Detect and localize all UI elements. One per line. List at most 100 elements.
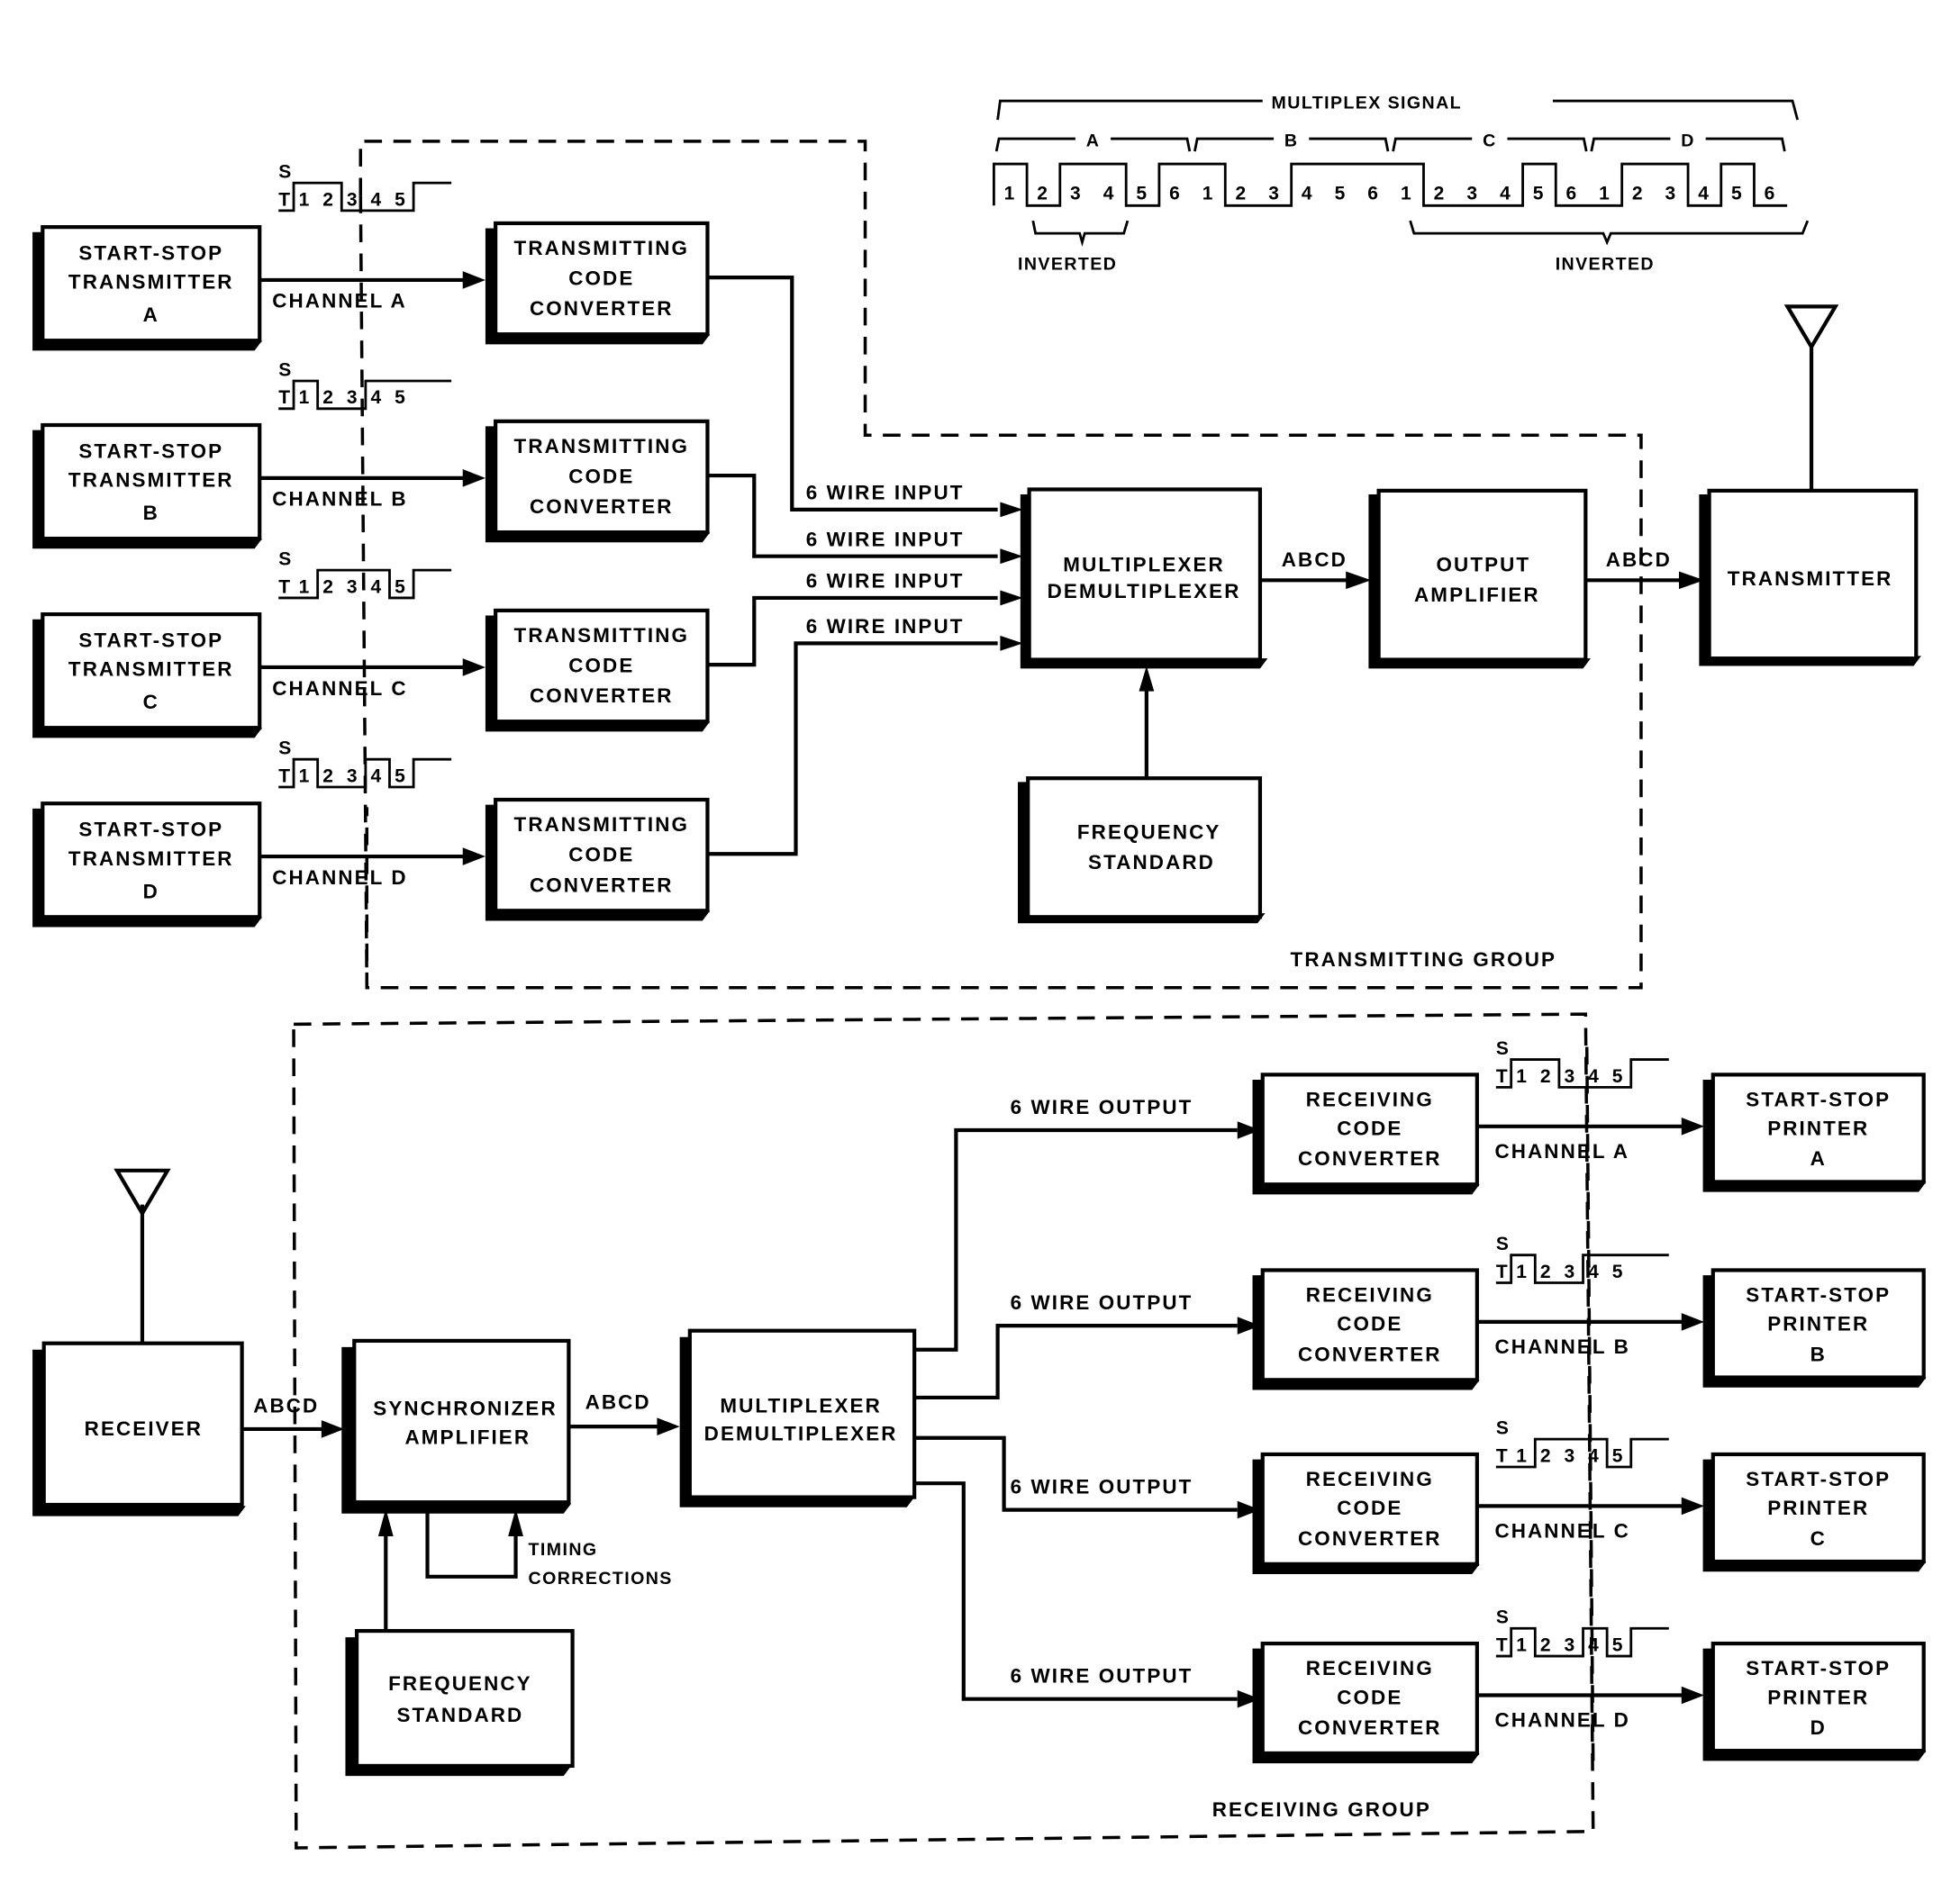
six-wire-output-line xyxy=(914,1481,1238,1701)
arrowhead xyxy=(321,1420,345,1438)
channel-bracket-label: B xyxy=(1284,131,1299,150)
six-wire-input-label: 6 WIRE INPUT xyxy=(806,528,965,550)
bit-label: 4 xyxy=(370,765,381,786)
receiving-code-converter-c-label: RECEIVING xyxy=(1306,1468,1434,1490)
inverted-bracket-1 xyxy=(1031,220,1130,248)
svg-text:DEMULTIPLEXER: DEMULTIPLEXER xyxy=(1048,580,1241,602)
bit-label: 4 xyxy=(1588,1262,1599,1282)
arrowhead xyxy=(1681,1117,1704,1136)
transmitting-code-converter-b-label: CODE xyxy=(568,465,634,487)
bit-label: 2 xyxy=(1540,1445,1551,1466)
bit-label: 3 xyxy=(1565,1262,1575,1282)
svg-text:RECEIVER: RECEIVER xyxy=(85,1417,203,1440)
svg-text:DEMULTIPLEXER: DEMULTIPLEXER xyxy=(704,1423,898,1445)
output-amplifier: OUTPUT AMPLIFIER xyxy=(1368,488,1591,669)
receive-antenna-icon xyxy=(113,1168,171,1344)
bit-label: 5 xyxy=(395,189,405,210)
arrowhead xyxy=(1681,1686,1704,1705)
start-stop-transmitter-b-label: B xyxy=(143,502,159,524)
arrowhead xyxy=(1681,1497,1704,1516)
start-stop-transmitter-d-label: START-STOP xyxy=(78,819,223,841)
pulse-label: 1 xyxy=(1401,183,1411,204)
transmit-antenna-icon xyxy=(1783,304,1839,491)
start-stop-printer-c-label: C xyxy=(1810,1527,1827,1550)
six-wire-input-line xyxy=(707,276,998,511)
channel-bracket xyxy=(994,137,1192,152)
start-stop-transmitter-d-label: TRANSMITTER xyxy=(68,847,234,870)
start-label-t: T xyxy=(1496,1262,1508,1282)
multiplex-waveform xyxy=(993,162,1788,207)
arrowhead xyxy=(1000,502,1023,518)
arrowhead xyxy=(1237,1689,1260,1708)
channel-bracket xyxy=(1590,137,1786,152)
bit-label: 4 xyxy=(370,189,381,210)
pulse-label: 3 xyxy=(1268,183,1279,204)
pulse-label: 5 xyxy=(1533,183,1544,204)
six-wire-output-line xyxy=(914,1127,1238,1352)
channel-bracket xyxy=(1193,137,1390,152)
abcd-label-2: ABCD xyxy=(1606,548,1672,571)
bit-label: 4 xyxy=(370,387,381,408)
receiving-code-converter-b-label: CODE xyxy=(1337,1313,1402,1335)
bit-label: 5 xyxy=(1612,1066,1623,1087)
arrowhead xyxy=(1139,665,1155,692)
start-stop-transmitter-c-label: START-STOP xyxy=(78,629,223,652)
transmitting-group-label: TRANSMITTING GROUP xyxy=(1291,948,1556,971)
svg-text:FREQUENCY: FREQUENCY xyxy=(388,1672,532,1695)
channel-label: CHANNEL D xyxy=(1494,1709,1629,1732)
multiplex-signal-title: MULTIPLEX SIGNAL xyxy=(1272,93,1462,113)
pulse-label: 3 xyxy=(1466,183,1477,204)
six-wire-output-line xyxy=(914,1435,1238,1512)
start-stop-transmitter-a-label: A xyxy=(143,303,159,326)
svg-text:FREQUENCY: FREQUENCY xyxy=(1077,820,1221,843)
bit-label: 2 xyxy=(1540,1634,1551,1655)
pulse-label: 1 xyxy=(1599,183,1610,204)
channel-label: CHANNEL A xyxy=(1494,1140,1629,1163)
transmitting-code-converter-c-label: CODE xyxy=(568,655,634,677)
six-wire-input-label: 6 WIRE INPUT xyxy=(806,482,965,504)
bit-label: 2 xyxy=(1540,1262,1551,1282)
transmitting-code-converter-a-label: CODE xyxy=(568,267,634,290)
receiving-code-converter-a-label: CODE xyxy=(1337,1118,1402,1140)
bit-label: 1 xyxy=(299,576,310,597)
start-label-t: T xyxy=(278,576,290,597)
channel-bracket xyxy=(1392,137,1588,152)
bit-label: 3 xyxy=(1565,1066,1575,1087)
six-wire-input-line xyxy=(707,641,998,856)
receiving-code-converter-d-label: CONVERTER xyxy=(1298,1716,1442,1739)
arrowhead xyxy=(657,1417,680,1435)
bit-label: 3 xyxy=(347,387,358,408)
pulse-label: 6 xyxy=(1565,183,1576,204)
six-wire-output-label: 6 WIRE OUTPUT xyxy=(1011,1475,1193,1498)
start-label-t: T xyxy=(1496,1445,1508,1466)
pulse-label: 1 xyxy=(1004,183,1015,204)
bit-label: 2 xyxy=(322,189,333,210)
start-stop-printer-a-label: PRINTER xyxy=(1767,1118,1869,1140)
pulse-label: 6 xyxy=(1367,183,1378,204)
start-stop-transmitter-d-label: D xyxy=(143,880,159,902)
receiving-code-converter-a-label: CONVERTER xyxy=(1298,1147,1442,1170)
pulse-label: 2 xyxy=(1235,183,1246,204)
pulse-label: 4 xyxy=(1500,183,1511,204)
bit-label: 5 xyxy=(395,765,405,786)
abcd-label-4: ABCD xyxy=(585,1391,651,1414)
bit-label: 5 xyxy=(1612,1634,1623,1655)
bit-label: 1 xyxy=(299,765,310,786)
start-label-t: T xyxy=(278,765,290,786)
start-stop-printer-b-label: PRINTER xyxy=(1767,1313,1869,1335)
start-label-t: T xyxy=(1496,1066,1508,1087)
receiving-code-converter-d-label: RECEIVING xyxy=(1306,1657,1434,1679)
svg-text:OUTPUT: OUTPUT xyxy=(1437,554,1531,576)
